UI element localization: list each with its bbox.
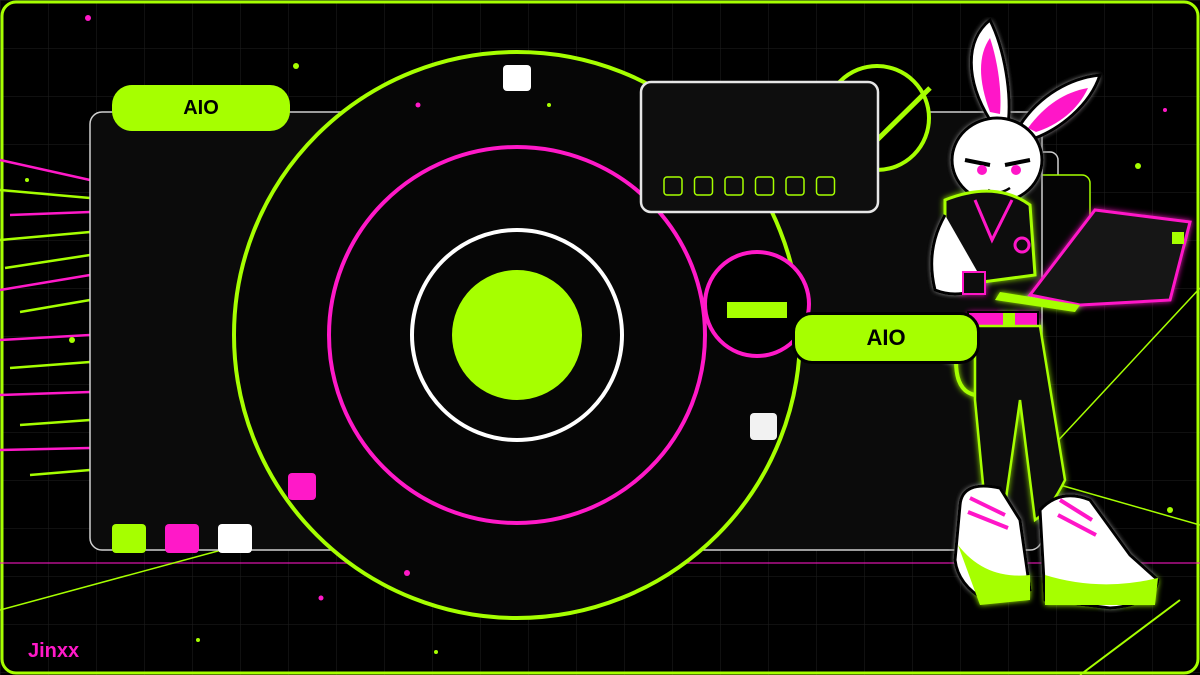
rabbit-mascot-illustration bbox=[930, 17, 1192, 610]
diagonal-right-lower bbox=[1059, 484, 1200, 526]
pin-slot bbox=[724, 176, 744, 196]
pin-slot bbox=[785, 176, 805, 196]
square-magenta-float bbox=[288, 473, 316, 500]
swatch-white bbox=[218, 524, 252, 553]
watermark-jinxx: Jinxx bbox=[28, 640, 80, 662]
square-white-top bbox=[503, 65, 531, 91]
diagonal-bottom-right bbox=[1079, 599, 1181, 675]
diagonal-left bbox=[0, 544, 241, 611]
aio-label-right: AIO bbox=[792, 312, 980, 364]
swatch-magenta bbox=[165, 524, 199, 553]
slash-line bbox=[873, 86, 932, 144]
pin-card bbox=[639, 80, 880, 214]
diagonal-right bbox=[1039, 287, 1200, 461]
pin-slot bbox=[754, 176, 775, 196]
swatch-lime bbox=[112, 524, 146, 553]
pin-slot bbox=[663, 176, 683, 196]
pin-slots bbox=[663, 176, 836, 196]
square-white-right bbox=[750, 413, 777, 440]
particles bbox=[25, 15, 1173, 654]
minus-icon bbox=[703, 250, 811, 358]
aio-label-top: AIO bbox=[112, 85, 290, 131]
pin-slot bbox=[815, 176, 836, 196]
pin-slot bbox=[693, 176, 714, 196]
left-burst-lines bbox=[0, 158, 91, 477]
